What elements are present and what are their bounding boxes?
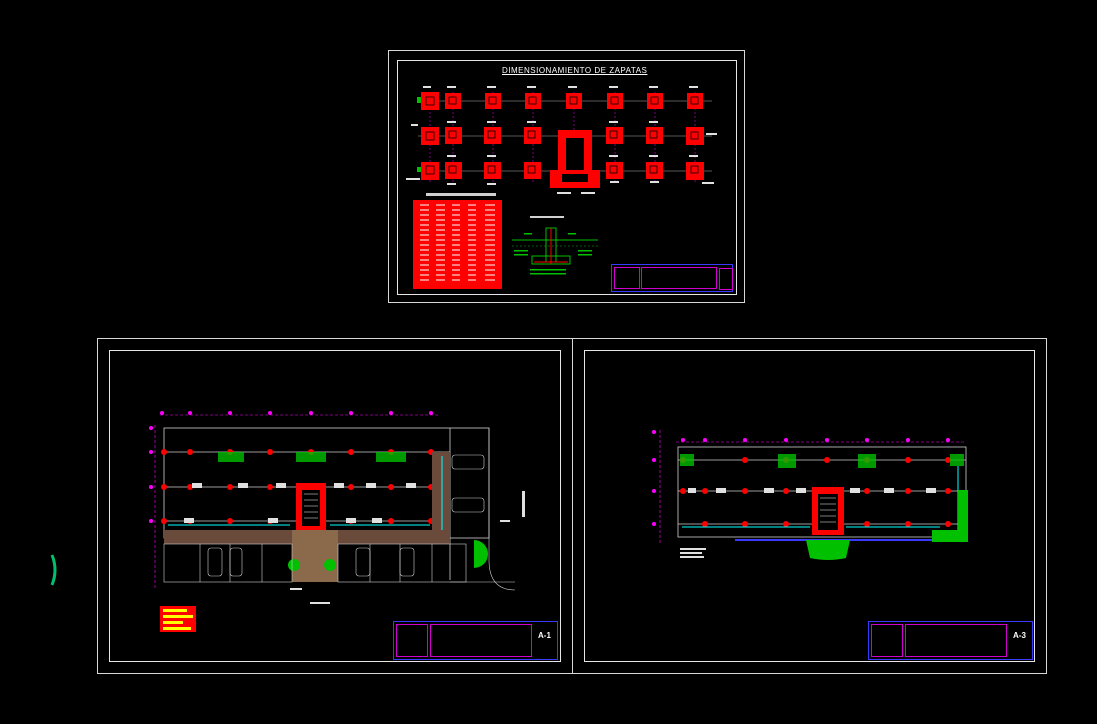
plan-a3-info-box bbox=[905, 624, 1007, 657]
plan-a1-green-arc bbox=[50, 554, 57, 586]
plan-a1-inner-frame bbox=[109, 350, 561, 662]
plan-a3-core bbox=[812, 487, 844, 535]
plan-a1-windows bbox=[168, 456, 443, 530]
title-block-logo-box bbox=[614, 267, 640, 289]
plan-a1-paving bbox=[164, 452, 450, 582]
plan-a1-parking bbox=[163, 428, 516, 591]
foundation-sheet-inner-frame bbox=[397, 60, 737, 295]
foundation-title-block bbox=[611, 264, 733, 292]
footing-schedule-table bbox=[413, 193, 502, 289]
plan-a1-logo-box bbox=[396, 624, 428, 657]
plan-a3-labels bbox=[680, 488, 936, 558]
plan-a1-planters bbox=[218, 452, 488, 571]
plan-a3-columns bbox=[680, 457, 951, 527]
plan-a1-labels bbox=[184, 483, 525, 604]
axis-bubbles bbox=[417, 97, 421, 172]
foundation-sheet-frame bbox=[388, 50, 745, 303]
footing-section-detail bbox=[512, 216, 598, 275]
plan-a1-info-box bbox=[430, 624, 532, 657]
plan-a3-title-block: A-3 bbox=[868, 621, 1033, 660]
plan-a1-side-axis bbox=[149, 425, 156, 590]
plan-a3-top-axis bbox=[676, 438, 965, 443]
plan-a3-logo-box bbox=[871, 624, 903, 657]
table-rows bbox=[420, 204, 495, 281]
footing-column-marks bbox=[425, 96, 699, 175]
plan-a3-inner-frame bbox=[584, 350, 1035, 662]
plan-a3-side-axis bbox=[652, 430, 661, 545]
plan-a1-sheet-code: A-1 bbox=[538, 631, 551, 640]
plan-a3-planters bbox=[680, 454, 968, 560]
foundation-sheet-title: DIMENSIONAMIENTO DE ZAPATAS bbox=[502, 66, 648, 75]
core-footing bbox=[550, 130, 600, 188]
plan-a3-sheet-code: A-3 bbox=[1013, 631, 1026, 640]
footing-labels bbox=[406, 86, 717, 194]
plan-a1-top-axis bbox=[160, 411, 440, 416]
title-block-sheet-box bbox=[719, 268, 733, 290]
plan-a1-title-block: A-1 bbox=[393, 621, 558, 660]
title-block-info-box bbox=[641, 267, 717, 289]
plan-a1-legend bbox=[160, 606, 196, 632]
sheet-divider bbox=[572, 338, 573, 674]
plan-a1-core bbox=[296, 483, 326, 531]
